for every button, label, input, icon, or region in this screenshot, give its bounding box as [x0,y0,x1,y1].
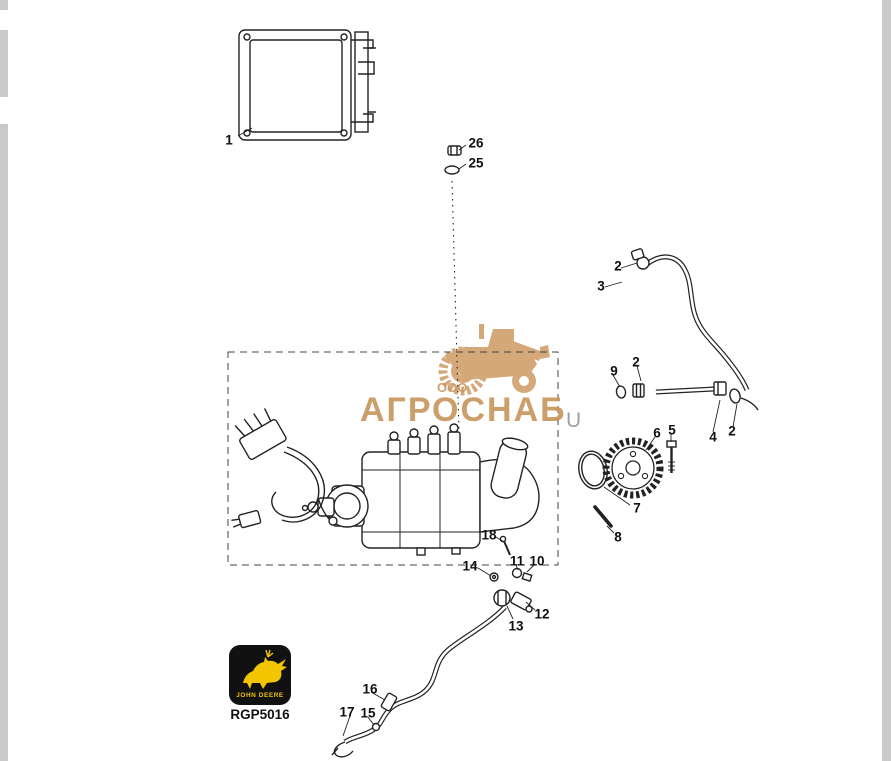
callout-1: 1 [225,132,233,148]
callout-2: 2 [614,258,622,274]
page-edge-left [0,0,8,761]
watermark-extra-letter: U [566,409,582,432]
drive-gear-drawing [602,437,664,499]
callout-8: 8 [614,529,622,545]
watermark-prefix: ООО [437,380,468,395]
callout-13: 13 [508,618,524,634]
callout-9: 9 [610,363,618,379]
figure-code: RGP5016 [230,707,290,722]
wiring-harness-drawing [231,408,338,529]
dashed-assembly-box [227,351,559,566]
gear-bolt-drawing [666,440,677,473]
callout-18: 18 [481,527,497,543]
callout-2c: 2 [728,423,736,439]
o-ring-drawing [578,450,608,490]
callout-2b: 2 [632,354,640,370]
callout-7: 7 [633,500,641,516]
page-edge-notch [0,10,8,30]
callout-4: 4 [709,429,717,445]
callout-11: 11 [509,553,525,569]
fitting-26-25-drawing [444,145,462,433]
lower-fuel-pipe-drawing [331,605,507,758]
callout-15: 15 [360,705,376,721]
john-deere-logo-graphic: JOHN DEERE [229,645,291,705]
watermark-tractor-icon [438,324,550,396]
callout-12: 12 [534,606,550,622]
john-deere-wordmark: JOHN DEERE [236,692,284,699]
callout-5: 5 [668,422,676,438]
timing-pin-drawing [593,505,613,528]
callout-3: 3 [597,278,605,294]
page-edge-notch [0,97,8,124]
page-edge-right [882,0,891,761]
callout-6: 6 [653,425,661,441]
deer-icon [243,649,287,689]
callout-leader-lines [237,127,738,737]
callout-26: 26 [468,135,484,151]
john-deere-logo: JOHN DEERE [228,644,292,706]
callout-14: 14 [462,558,478,574]
callout-17: 17 [339,704,355,720]
ecu-module-drawing [238,29,376,141]
banjo-fitting-drawing [493,589,533,613]
callout-25: 25 [468,155,484,171]
injection-pump-drawing [301,423,540,556]
upper-fuel-pipe-drawing [615,248,759,411]
small-hardware-drawing [489,535,533,582]
callout-10: 10 [529,553,545,569]
watermark-text: АГРОСНАБ [360,391,567,429]
callout-16: 16 [362,681,378,697]
